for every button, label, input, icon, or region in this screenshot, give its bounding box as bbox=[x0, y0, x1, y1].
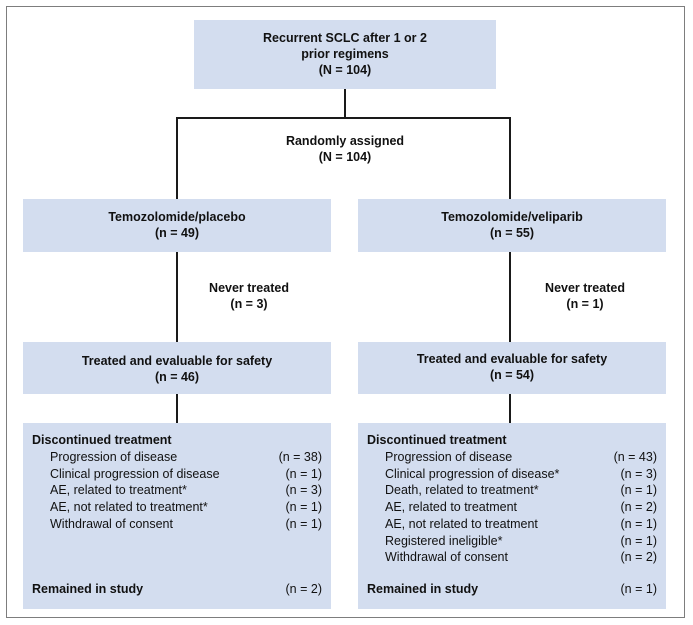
arm-left-name: Temozolomide/placebo bbox=[108, 210, 246, 224]
diagram-frame bbox=[6, 6, 685, 618]
list-item: Clinical progression of disease (n = 1) bbox=[32, 466, 322, 483]
reason-label: AE, not related to treatment* bbox=[50, 500, 208, 515]
arm-box-left: Temozolomide/placebo (n = 49) bbox=[23, 199, 331, 252]
reason-label: Progression of disease bbox=[385, 450, 513, 464]
treated-left-count: (n = 46) bbox=[154, 370, 200, 384]
outcome-box-left: Discontinued treatment Progression of di… bbox=[23, 423, 331, 609]
connector-top-vertical bbox=[344, 89, 346, 118]
list-item: Registered ineligible* (n = 1) bbox=[367, 533, 657, 550]
remained-right-label: Remained in study bbox=[367, 582, 479, 596]
never-treated-left-label: Never treated bbox=[209, 281, 289, 295]
treated-right-label: Treated and evaluable for safety bbox=[416, 352, 608, 366]
remained-left-count: (n = 2) bbox=[285, 582, 322, 596]
treated-box-left: Treated and evaluable for safety (n = 46… bbox=[23, 342, 331, 394]
connector-left-treated-to-discontinued bbox=[176, 394, 178, 423]
connector-horizontal bbox=[176, 117, 511, 119]
reason-label: Withdrawal of consent bbox=[385, 550, 508, 565]
list-item: AE, related to treatment* (n = 3) bbox=[32, 482, 322, 499]
connector-right-treated-to-discontinued bbox=[509, 394, 511, 423]
arm-left-count: (n = 49) bbox=[154, 226, 200, 240]
connector-right-drop bbox=[509, 117, 511, 199]
randomization-label: Randomly assigned (N = 104) bbox=[245, 133, 445, 165]
connector-left-arm-to-treated bbox=[176, 252, 178, 342]
reason-count: (n = 3) bbox=[620, 466, 657, 481]
reason-count: (n = 2) bbox=[620, 500, 657, 515]
connector-right-arm-to-treated bbox=[509, 252, 511, 342]
list-item: AE, not related to treatment* (n = 1) bbox=[32, 499, 322, 516]
treated-left-label: Treated and evaluable for safety bbox=[81, 354, 273, 368]
list-item: Progression of disease (n = 38) bbox=[32, 449, 322, 466]
list-item: Withdrawal of consent (n = 2) bbox=[367, 549, 657, 566]
arm-box-right: Temozolomide/veliparib (n = 55) bbox=[358, 199, 666, 252]
reason-count: (n = 3) bbox=[285, 483, 322, 498]
reason-count: (n = 2) bbox=[620, 550, 657, 565]
never-treated-left: Never treated (n = 3) bbox=[184, 280, 314, 312]
randomization-count: (N = 104) bbox=[318, 150, 372, 164]
reason-label: Death, related to treatment* bbox=[385, 483, 539, 498]
enrollment-count: (N = 104) bbox=[318, 63, 372, 77]
reason-count: (n = 1) bbox=[285, 466, 322, 481]
reason-count: (n = 1) bbox=[285, 500, 322, 515]
enrollment-line2: prior regimens bbox=[301, 47, 389, 61]
enrollment-box: Recurrent SCLC after 1 or 2 prior regime… bbox=[194, 20, 496, 89]
reason-count: (n = 1) bbox=[285, 516, 322, 531]
remained-left-label: Remained in study bbox=[32, 582, 144, 596]
arm-right-name: Temozolomide/veliparib bbox=[441, 210, 583, 224]
remained-right-count: (n = 1) bbox=[620, 582, 657, 596]
reason-count: (n = 1) bbox=[620, 533, 657, 548]
list-item: Death, related to treatment* (n = 1) bbox=[367, 482, 657, 499]
outcome-box-right: Discontinued treatment Progression of di… bbox=[358, 423, 666, 609]
reason-label: Clinical progression of disease bbox=[50, 466, 220, 481]
reason-label: AE, related to treatment bbox=[385, 500, 518, 515]
list-item: AE, not related to treatment (n = 1) bbox=[367, 516, 657, 533]
reason-label: Progression of disease bbox=[50, 450, 178, 464]
arm-right-count: (n = 55) bbox=[489, 226, 535, 240]
list-item: Progression of disease (n = 43) bbox=[367, 449, 657, 466]
discontinued-left-title: Discontinued treatment bbox=[32, 433, 172, 447]
list-item: Clinical progression of disease* (n = 3) bbox=[367, 466, 657, 483]
reason-label: AE, not related to treatment bbox=[385, 516, 538, 531]
never-treated-right-label: Never treated bbox=[545, 281, 625, 295]
remained-left: Remained in study (n = 2) bbox=[32, 581, 322, 597]
randomization-text: Randomly assigned bbox=[285, 134, 405, 148]
reason-label: AE, related to treatment* bbox=[50, 483, 187, 498]
discontinued-right-list: Progression of disease (n = 43) Clinical … bbox=[367, 449, 657, 566]
list-item: AE, related to treatment (n = 2) bbox=[367, 499, 657, 516]
reason-count: (n = 1) bbox=[620, 516, 657, 531]
remained-right: Remained in study (n = 1) bbox=[367, 581, 657, 597]
reason-label: Registered ineligible* bbox=[385, 533, 503, 548]
reason-count: (n = 43) bbox=[613, 450, 657, 464]
never-treated-right: Never treated (n = 1) bbox=[520, 280, 650, 312]
enrollment-line1: Recurrent SCLC after 1 or 2 bbox=[263, 31, 427, 45]
reason-count: (n = 38) bbox=[278, 450, 322, 464]
reason-label: Withdrawal of consent bbox=[50, 516, 173, 531]
never-treated-left-count: (n = 3) bbox=[230, 297, 268, 311]
discontinued-left-list: Progression of disease (n = 38) Clinical … bbox=[32, 449, 322, 533]
discontinued-right-title: Discontinued treatment bbox=[367, 433, 507, 447]
treated-right-count: (n = 54) bbox=[489, 368, 535, 382]
reason-label: Clinical progression of disease* bbox=[385, 466, 560, 481]
treated-box-right: Treated and evaluable for safety (n = 54… bbox=[358, 342, 666, 394]
list-item: Withdrawal of consent (n = 1) bbox=[32, 516, 322, 533]
connector-left-drop bbox=[176, 117, 178, 199]
reason-count: (n = 1) bbox=[620, 483, 657, 498]
never-treated-right-count: (n = 1) bbox=[566, 297, 604, 311]
